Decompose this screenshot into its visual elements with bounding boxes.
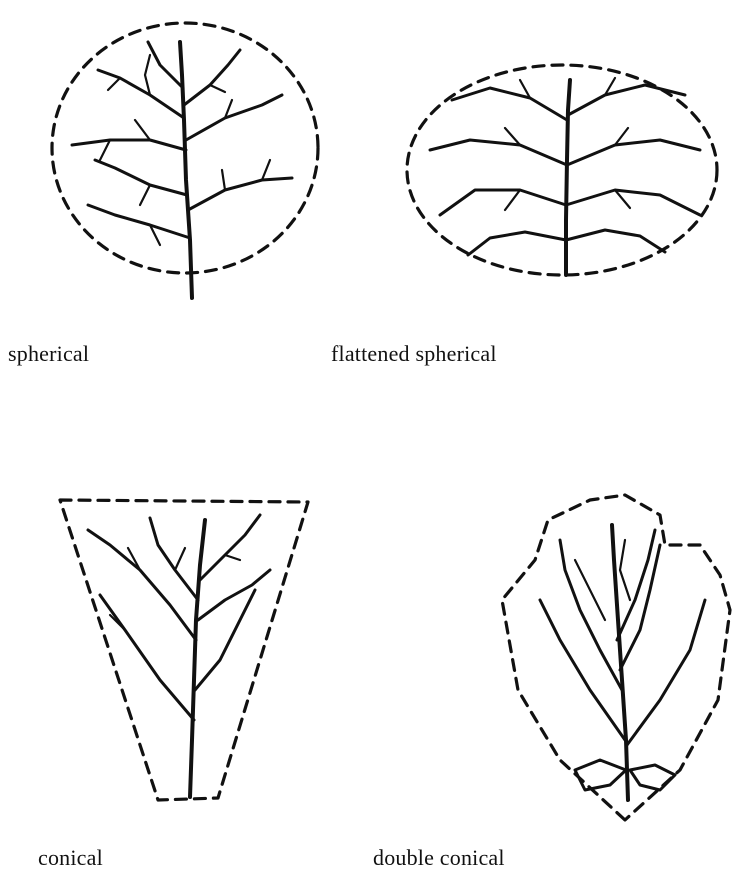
spherical-trunk [180,42,192,298]
conical-trunk [190,520,205,797]
conical-tree [60,500,308,800]
conical-branches [88,515,270,720]
spherical-tree [52,23,318,298]
label-double-conical: double conical [373,845,505,871]
double-conical-tree [502,495,730,820]
label-spherical: spherical [8,341,89,367]
double-conical-outline [502,495,730,820]
flattened-spherical-outline [407,65,717,275]
label-conical: conical [38,845,103,871]
flattened-spherical-trunk [566,80,570,275]
label-flattened-spherical: flattened spherical [331,341,497,367]
conical-outline [60,500,308,800]
flattened-spherical-tree [407,65,717,275]
